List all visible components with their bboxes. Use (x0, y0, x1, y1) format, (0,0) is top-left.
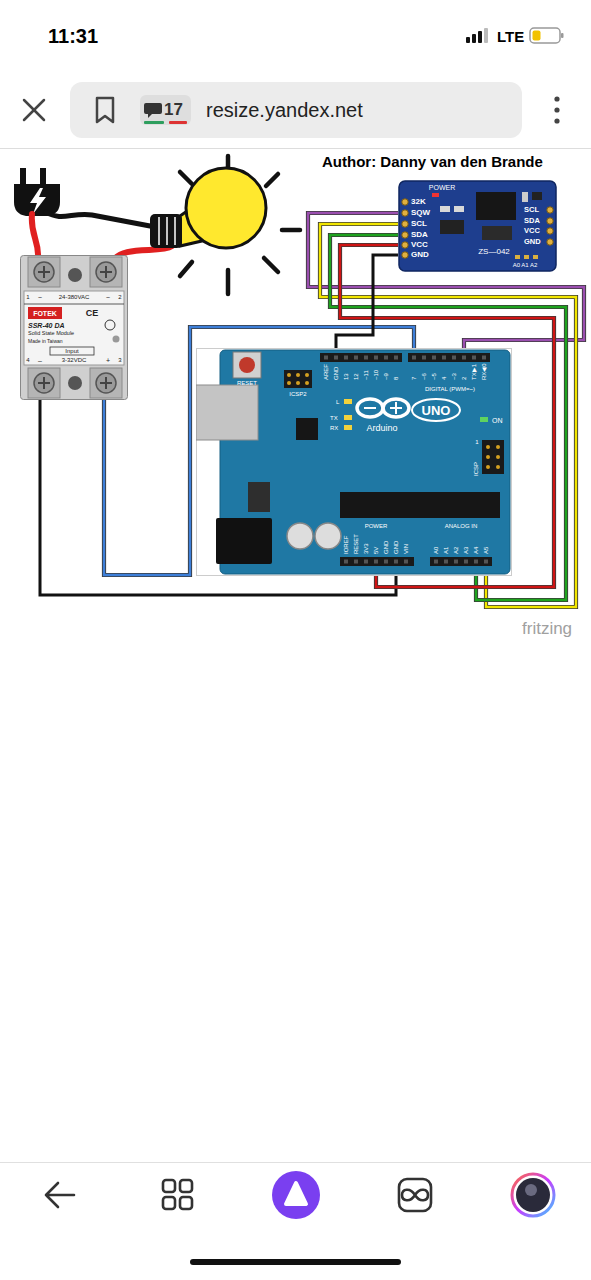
board-label: IOREF (343, 536, 349, 554)
board-label: A1 (443, 547, 449, 554)
board-label: RX (330, 425, 338, 431)
board-label: 2 (461, 377, 467, 380)
relay-label: ~ (38, 294, 42, 301)
bottom-navigation (0, 1162, 591, 1265)
wire-outline (336, 255, 398, 348)
relay-label: CE (86, 309, 99, 318)
board-label: A4 (473, 547, 479, 554)
board-label: ~6 (421, 373, 427, 380)
address-bar: resize.yandex.net 17 (70, 82, 522, 138)
board-label: 5V (373, 547, 379, 554)
relay-label: 3-32VDC (62, 357, 87, 363)
board-label: A5 (483, 547, 489, 554)
relay-label: Made in Taiwan (28, 339, 63, 344)
board-label: RESET (237, 380, 257, 386)
board-label: 4 (441, 377, 447, 380)
board-label: 7 (411, 377, 417, 380)
board-label: 3V3 (363, 543, 369, 554)
board-label: 12 (353, 373, 359, 380)
status-time: 11:31 (48, 26, 98, 46)
board-label: DIGITAL (PWM=~) (425, 386, 475, 392)
pin-label: SCL (411, 220, 427, 228)
board-label: RESET (353, 534, 359, 554)
relay-label: – (38, 357, 42, 364)
mains-plug (14, 168, 60, 216)
pin-label: VCC (411, 241, 428, 249)
network-type: LTE (497, 29, 524, 44)
board-label: VIN (403, 544, 409, 554)
relay-label: SSR-40 DA (28, 322, 65, 329)
board-label: GND (393, 541, 399, 554)
pin-label: 32K (411, 198, 426, 206)
relay-label: 1 (26, 294, 29, 300)
relay-label: + (106, 357, 110, 364)
board-label: 1 (475, 439, 478, 445)
pin-label: VCC (524, 227, 540, 235)
board-label: ~10 (373, 370, 379, 380)
pin-label: ZS—042 (478, 248, 510, 256)
board-label: 8 (393, 377, 399, 380)
pin-label: GND (524, 238, 541, 246)
pin-label: SQW (411, 209, 430, 217)
comment-count: 17 (164, 101, 183, 118)
solid-state-relay: 1 ~24-380VAC ~2FOTEK CE SSR-40 DA Solid State… (20, 255, 128, 400)
watermark: fritzing (522, 620, 572, 637)
board-label: A3 (463, 547, 469, 554)
url-text: resize.yandex.net (206, 100, 363, 120)
arduino-board: RESETICSP2AREFGND1312~11~10~987~6~54~32T… (196, 348, 512, 576)
board-label: AREF (323, 364, 329, 380)
pin-label: SCL (524, 206, 539, 214)
relay-label: 24-380VAC (59, 294, 90, 300)
board-label: ~3 (451, 373, 457, 380)
board-label: ~9 (383, 373, 389, 380)
author-credit: Author: Danny van den Brande (322, 154, 543, 169)
board-label: GND (383, 541, 389, 554)
divider (0, 148, 591, 149)
board-label: UNO (422, 404, 451, 417)
board-label: TX (330, 415, 338, 421)
pin-label: SDA (411, 231, 428, 239)
wire (336, 255, 398, 348)
relay-label: Input (65, 348, 78, 354)
browser-toolbar-icons (24, 100, 44, 120)
status-icons (466, 28, 564, 43)
board-label: ~11 (363, 370, 369, 380)
relay-label: Solid State Module (28, 331, 74, 337)
board-label: ICSP2 (289, 391, 306, 397)
light-bulb (150, 156, 300, 294)
board-label: RX◀0 (481, 363, 487, 380)
board-label: POWER (365, 523, 388, 529)
board-label: A0 (433, 547, 439, 554)
board-label: ICSP (473, 462, 479, 476)
relay-label: 4 (26, 357, 29, 363)
relay-label: FOTEK (33, 310, 57, 317)
relay-label: 2 (118, 294, 121, 300)
relay-label: ~ (106, 294, 110, 301)
comment-badge: 17 (140, 95, 191, 125)
menu-dots (554, 96, 559, 123)
board-label: ~5 (431, 373, 437, 380)
relay-label: 3 (118, 357, 121, 363)
pin-label: A0 A1 A2 (513, 262, 538, 268)
pin-label: POWER (429, 184, 455, 191)
rtc-module: POWER32K SQW SCL SDA VCC GND SCL SDA VCC GND ZS—04… (398, 180, 557, 272)
pin-label: SDA (524, 217, 540, 225)
pin-label: GND (411, 251, 429, 259)
board-label: 13 (343, 373, 349, 380)
board-label: Arduino (366, 424, 397, 433)
board-label: ANALOG IN (445, 523, 478, 529)
board-label: GND (333, 367, 339, 380)
board-label: A2 (453, 547, 459, 554)
board-label: TX▶1 (471, 364, 477, 380)
board-label: L (336, 399, 339, 405)
board-label: ON (492, 417, 503, 424)
